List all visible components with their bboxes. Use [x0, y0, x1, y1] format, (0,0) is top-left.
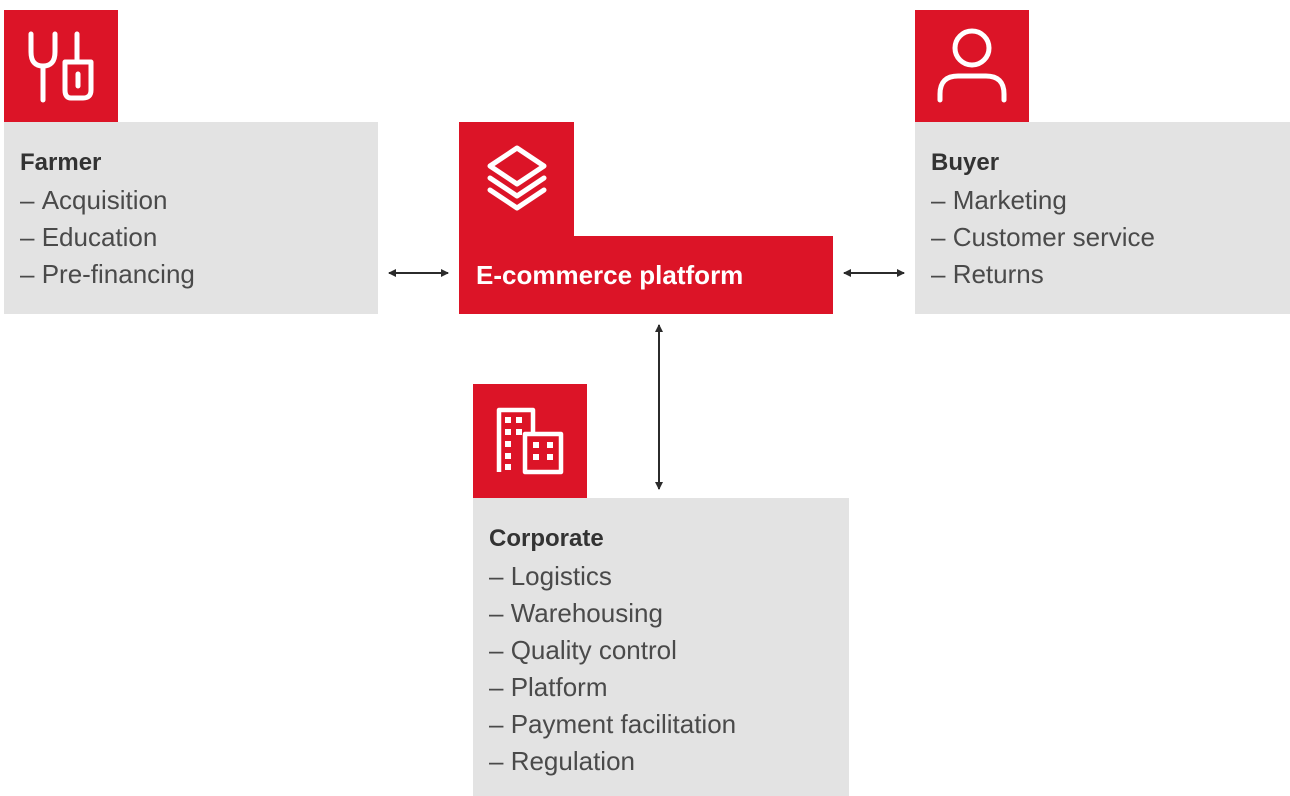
- buyer-title: Buyer: [931, 149, 1000, 176]
- list-item: Warehousing: [489, 595, 849, 632]
- list-item: Marketing: [931, 182, 1290, 219]
- list-item: Quality control: [489, 632, 849, 669]
- list-item: Pre-financing: [20, 256, 378, 293]
- buyer-items: Marketing Customer service Returns: [931, 182, 1290, 293]
- farmer-icon-tile: [4, 10, 118, 122]
- list-item: Regulation: [489, 743, 849, 780]
- buyer-icon-tile: [915, 10, 1029, 122]
- platform-label: E-commerce platform: [476, 259, 744, 290]
- list-item: Education: [20, 219, 378, 256]
- fork-and-shovel-icon: [28, 31, 94, 103]
- buyer-card: Buyer Marketing Customer service Returns: [915, 122, 1290, 314]
- platform-icon-tile: [459, 122, 574, 236]
- list-item: Acquisition: [20, 182, 378, 219]
- farmer-items: Acquisition Education Pre-financing: [20, 182, 378, 293]
- list-item: Platform: [489, 669, 849, 706]
- corporate-title: Corporate: [489, 525, 604, 552]
- list-item: Returns: [931, 256, 1290, 293]
- farmer-card: Farmer Acquisition Education Pre-financi…: [4, 122, 378, 314]
- corporate-icon-tile: [473, 384, 587, 498]
- corporate-card: Corporate Logistics Warehousing Quality …: [473, 498, 849, 796]
- list-item: Customer service: [931, 219, 1290, 256]
- office-buildings-icon: [496, 407, 564, 475]
- farmer-title: Farmer: [20, 149, 102, 176]
- layers-icon: [487, 145, 546, 211]
- user-icon: [937, 28, 1007, 103]
- platform-box: E-commerce platform: [459, 236, 833, 314]
- corporate-items: Logistics Warehousing Quality control Pl…: [489, 558, 849, 780]
- list-item: Logistics: [489, 558, 849, 595]
- list-item: Payment facilitation: [489, 706, 849, 743]
